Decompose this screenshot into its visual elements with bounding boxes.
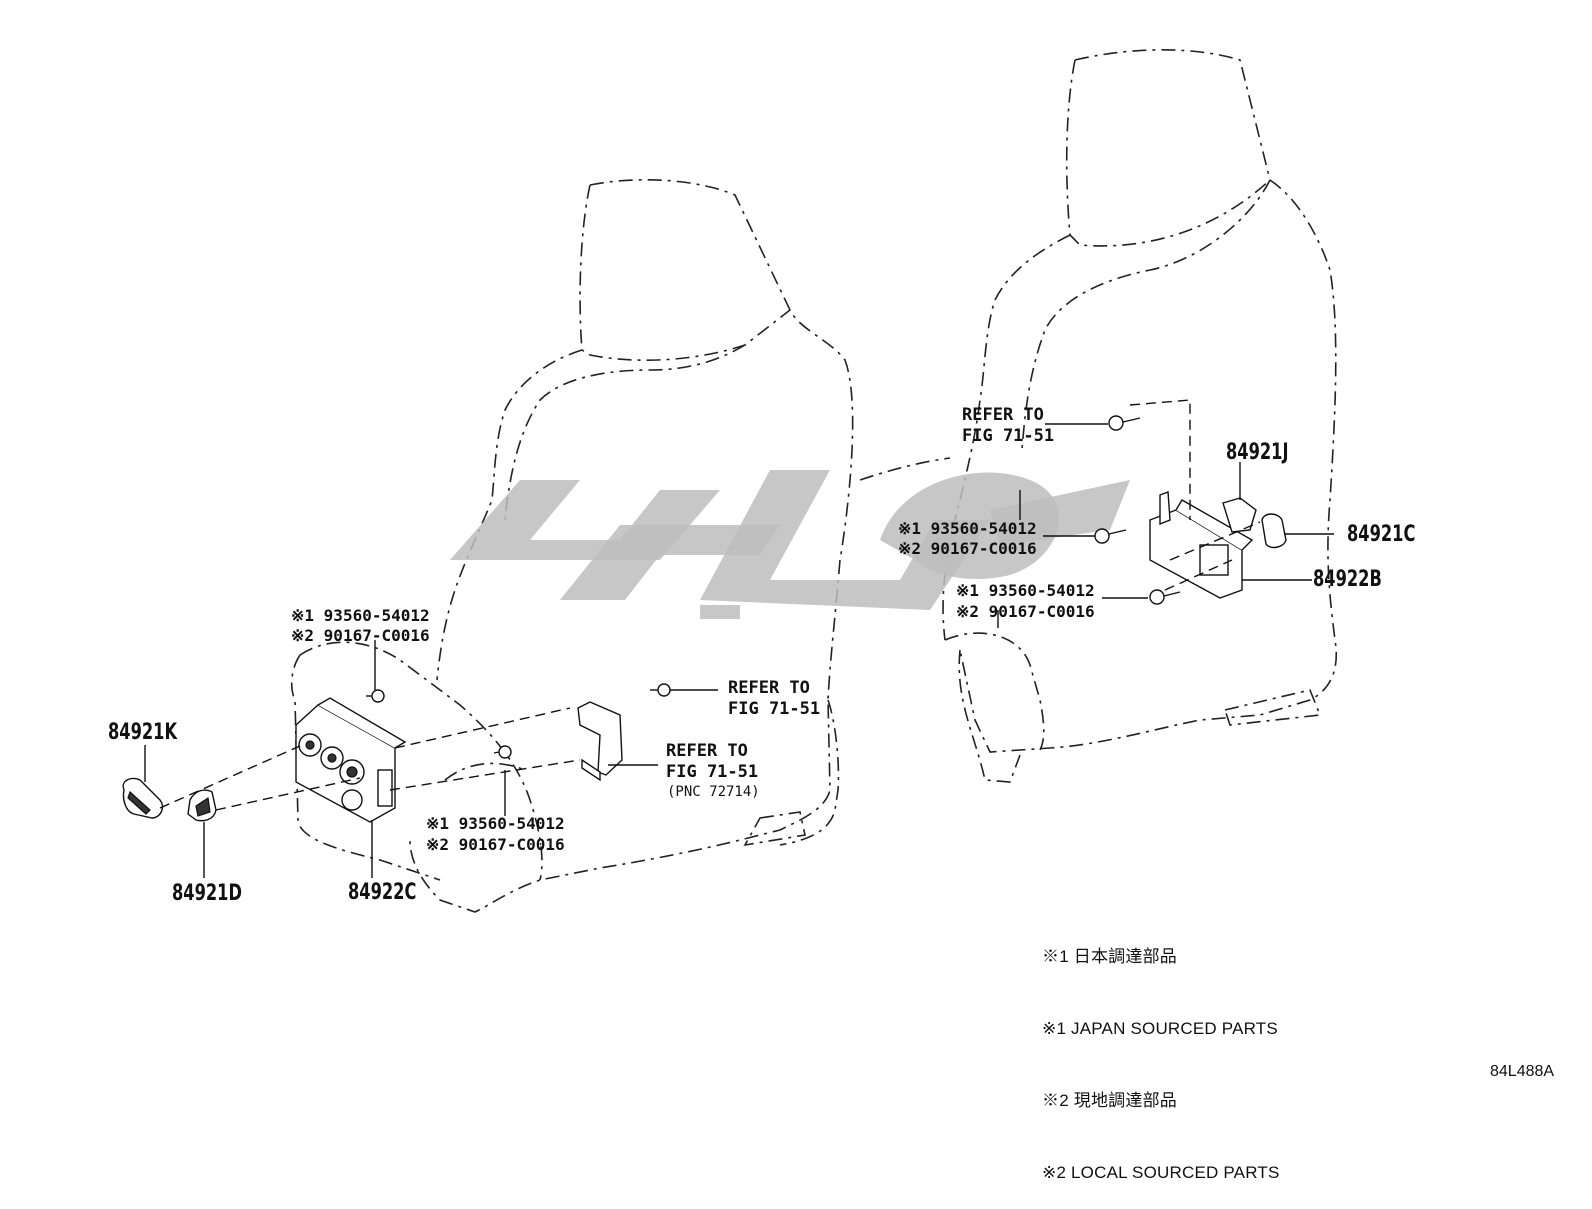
knob-84921K xyxy=(122,777,164,819)
screw-note-left-bot-1: ※1 93560-54012 xyxy=(426,814,565,833)
part-label-84921J: 84921J xyxy=(1226,440,1289,465)
legend-line-4: ※2 LOCAL SOURCED PARTS xyxy=(1042,1163,1280,1182)
knob-84921J xyxy=(1222,497,1257,533)
screw-left-ref xyxy=(650,683,671,697)
parts-diagram: 84921K 84921D 84922C 84921J 84921C 84922… xyxy=(108,49,1555,1182)
screws-right xyxy=(1094,415,1181,605)
figure-code: 84L488A xyxy=(1490,1063,1555,1080)
knob-84921D xyxy=(187,789,217,822)
screw-note-right-a-1: ※1 93560-54012 xyxy=(898,519,1037,538)
legend-line-2: ※1 JAPAN SOURCED PARTS xyxy=(1042,1019,1278,1038)
screw-note-left-bot-2: ※2 90167-C0016 xyxy=(426,835,565,854)
screw-note-right-b-1: ※1 93560-54012 xyxy=(956,581,1095,600)
screw-left-mid xyxy=(493,745,512,759)
part-label-84922B: 84922B xyxy=(1313,567,1382,592)
knob-84921C xyxy=(1261,513,1287,549)
part-label-84921D: 84921D xyxy=(172,881,242,906)
switch-assembly-84922B xyxy=(1149,491,1254,599)
watermark-logo xyxy=(450,470,1130,619)
bracket-left xyxy=(577,701,623,782)
legend-line-1: ※1 日本調達部品 xyxy=(1042,947,1177,966)
screw-left-top xyxy=(366,689,385,703)
legend: ※1 日本調達部品 ※1 JAPAN SOURCED PARTS ※2 現地調達… xyxy=(1042,897,1280,1209)
refer-to-left-a: REFER TO FIG 71-51 xyxy=(728,678,821,719)
refer-to-left-b: REFER TO FIG 71-51 xyxy=(666,741,759,782)
pnc-reference: (PNC 72714) xyxy=(667,784,760,800)
switch-assembly-84922C xyxy=(295,697,407,823)
right-seat-outline xyxy=(859,49,1337,783)
screw-note-left-top-2: ※2 90167-C0016 xyxy=(291,626,430,645)
seat-illustration xyxy=(122,49,1337,913)
part-label-84921C: 84921C xyxy=(1347,522,1416,547)
refer-to-right: REFER TO FIG 71-51 xyxy=(962,405,1055,446)
legend-line-3: ※2 現地調達部品 xyxy=(1042,1091,1177,1110)
screw-note-right-b-2: ※2 90167-C0016 xyxy=(956,602,1095,621)
leader-lines xyxy=(144,399,1334,878)
part-label-84922C: 84922C xyxy=(348,880,417,905)
part-label-84921K: 84921K xyxy=(108,720,178,745)
left-seat-outline xyxy=(290,179,854,913)
screw-note-right-a-2: ※2 90167-C0016 xyxy=(898,539,1037,558)
screw-note-left-top-1: ※1 93560-54012 xyxy=(291,606,430,625)
